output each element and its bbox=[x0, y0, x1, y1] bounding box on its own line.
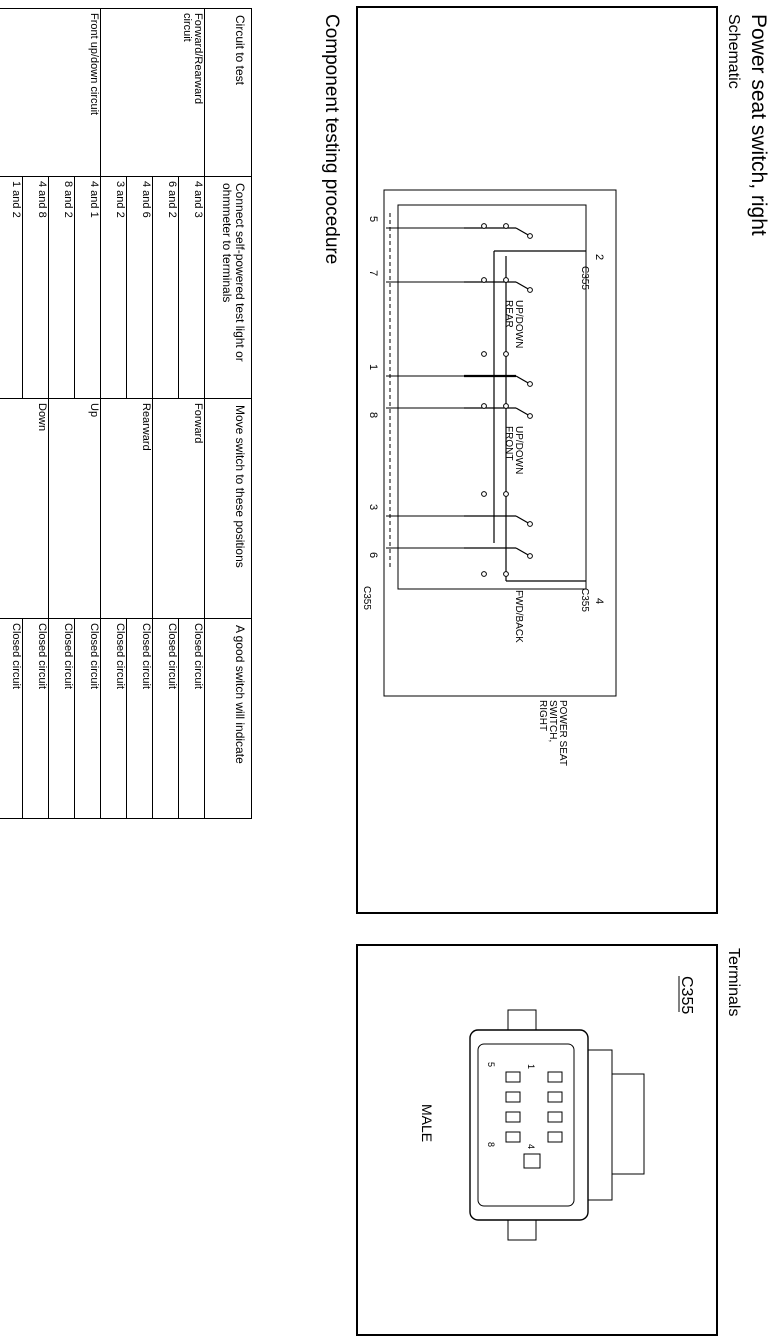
terminals-cell: 4 and 6 bbox=[126, 176, 153, 399]
switch-label-front-2: FRONT bbox=[503, 426, 514, 460]
pin-label-3: 3 bbox=[367, 504, 379, 510]
terminals-cell: 4 and 8 bbox=[22, 176, 49, 399]
header-positions: Move switch to these positions bbox=[204, 398, 252, 619]
switch-front bbox=[464, 351, 533, 419]
circuit-name-line: circuit bbox=[181, 13, 193, 42]
connector-label-top-right: C355 bbox=[579, 588, 590, 612]
switch-label-fwd-back: FWD/BACK bbox=[513, 590, 524, 643]
connector-name: C355 bbox=[678, 976, 695, 1014]
switch-fwd-back bbox=[464, 491, 533, 577]
pin-label-6: 6 bbox=[367, 552, 379, 558]
procedure-table-wrap: Circuit to test Connect self-powered tes… bbox=[0, 0, 318, 830]
connector-face bbox=[477, 1043, 575, 1207]
connector-body bbox=[469, 1029, 589, 1221]
terminals-frame: C355 1 4 5 8 MALE bbox=[356, 944, 718, 1336]
terminal-cavities bbox=[505, 1071, 563, 1169]
connector-latch-area bbox=[587, 1049, 613, 1201]
component-label-2: SWITCH, bbox=[547, 700, 558, 742]
procedure-heading: Component testing procedure bbox=[321, 14, 342, 265]
terminal-pin-label-8: 8 bbox=[486, 1142, 496, 1147]
schematic-diagram: 2 4 C355 C355 C355 UP/DOWN REAR UP/DOWN … bbox=[361, 189, 617, 766]
pin-label-5: 5 bbox=[367, 216, 379, 222]
schematic-frame: 2 4 C355 C355 C355 UP/DOWN REAR UP/DOWN … bbox=[356, 6, 718, 914]
terminals-heading: Terminals bbox=[725, 948, 742, 1017]
component-label-1: POWER SEAT bbox=[557, 700, 568, 766]
connector-latch bbox=[611, 1073, 645, 1175]
position-cell: Forward bbox=[152, 398, 205, 619]
result-cell: Closed circuit bbox=[0, 618, 23, 819]
switch-rear bbox=[464, 223, 533, 293]
header-circuit: Circuit to test bbox=[204, 8, 252, 177]
result-cell: Closed circuit bbox=[152, 618, 179, 819]
header-terminals: Connect self-powered test light or ohmme… bbox=[204, 176, 252, 399]
component-label-3: RIGHT bbox=[537, 700, 548, 731]
result-cell: Closed circuit bbox=[100, 618, 127, 819]
terminal-pin-label-4: 4 bbox=[526, 1144, 536, 1149]
procedure-table: Circuit to test Connect self-powered tes… bbox=[0, 8, 252, 819]
circuit-cell: Front up/down circuit bbox=[0, 8, 101, 177]
result-cell: Closed circuit bbox=[22, 618, 49, 819]
switch-housing-outer bbox=[383, 189, 617, 697]
connector-gender: MALE bbox=[419, 1104, 435, 1142]
header-result: A good switch will indicate bbox=[204, 618, 252, 819]
pin-label-8: 8 bbox=[367, 412, 379, 418]
result-cell: Closed circuit bbox=[48, 618, 75, 819]
terminal-pin-label-5: 5 bbox=[486, 1062, 496, 1067]
terminals-cell: 4 and 3 bbox=[178, 176, 205, 399]
result-cell: Closed circuit bbox=[126, 618, 153, 819]
page-title: Power seat switch, right bbox=[747, 14, 770, 236]
switch-label-front-1: UP/DOWN bbox=[513, 426, 524, 474]
terminals-cell: 4 and 1 bbox=[74, 176, 101, 399]
result-cell: Closed circuit bbox=[74, 618, 101, 819]
connector-label-bottom: C355 bbox=[361, 586, 372, 610]
terminals-cell: 8 and 2 bbox=[48, 176, 75, 399]
pin-label-1: 1 bbox=[367, 364, 379, 370]
position-cell: Down bbox=[0, 398, 49, 619]
terminals-cell: 1 and 2 bbox=[0, 176, 23, 399]
switch-housing-inner bbox=[397, 204, 587, 590]
schematic-heading: Schematic bbox=[725, 14, 742, 89]
terminals-cell: 3 and 2 bbox=[100, 176, 127, 399]
connector-drawing: C355 1 4 5 8 MALE bbox=[419, 976, 695, 1241]
table-header-row: Circuit to test Connect self-powered tes… bbox=[204, 8, 252, 819]
terminals-cell: 6 and 2 bbox=[152, 176, 179, 399]
switch-label-rear-1: UP/DOWN bbox=[513, 300, 524, 348]
result-cell: Closed circuit bbox=[178, 618, 205, 819]
switch-label-rear-2: REAR bbox=[503, 300, 514, 328]
position-cell: Rearward bbox=[100, 398, 153, 619]
circuit-name-line: Forward/Rearward bbox=[192, 13, 204, 105]
connector-label-top-left: C355 bbox=[579, 266, 590, 290]
terminal-pin-label-1: 1 bbox=[526, 1064, 536, 1069]
pin-label-7: 7 bbox=[367, 270, 379, 276]
pin-label-4: 4 bbox=[593, 598, 605, 604]
pin-label-2: 2 bbox=[593, 254, 605, 260]
position-cell: Up bbox=[48, 398, 101, 619]
circuit-name-line: Front up/down circuit bbox=[88, 13, 100, 116]
